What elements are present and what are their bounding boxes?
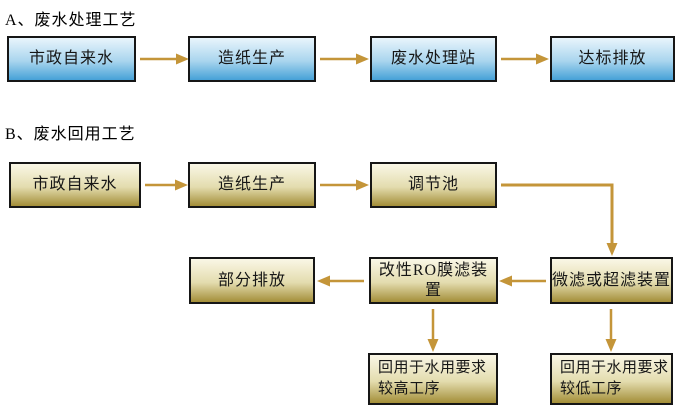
node-b-modified-ro-membrane: 改性RO膜滤装置 [369,257,498,304]
arrow-a-municipal-to-paper [140,53,189,65]
node-b-reuse-high-line2: 较高工序 [378,381,441,397]
arrow-a-treatment-to-discharge [501,53,549,65]
arrow-b-paper-to-tank [320,179,369,191]
node-b-reuse-high-demand: 回用于水用要求 较高工序 [368,353,498,405]
arrow-b-ro-to-reuse-high [427,309,439,352]
section-a-title: A、废水处理工艺 [5,12,137,29]
node-a-paper-production: 造纸生产 [188,36,316,82]
node-b-municipal-water: 市政自来水 [9,162,141,208]
node-b-regulating-tank: 调节池 [370,162,497,208]
node-b-micro-ultra-filter: 微滤或超滤装置 [550,257,673,304]
node-b-reuse-low-line2: 较低工序 [560,381,623,397]
arrow-b-tank-to-microfilter-elbow [501,183,618,256]
node-b-reuse-high-line1: 回用于水用要求 [378,360,487,376]
arrow-b-microfilter-to-ro [499,275,546,287]
arrow-b-municipal-to-paper [145,179,188,191]
node-a-standard-discharge: 达标排放 [550,36,675,82]
node-b-paper-production: 造纸生产 [188,162,316,208]
arrow-a-paper-to-treatment [320,53,369,65]
arrow-b-microfilter-to-reuse-low [605,309,617,352]
node-a-wastewater-treatment-station: 废水处理站 [370,36,497,82]
node-a-municipal-water: 市政自来水 [7,36,136,82]
node-b-reuse-low-demand: 回用于水用要求 较低工序 [550,353,673,405]
node-b-reuse-low-line1: 回用于水用要求 [560,360,669,376]
section-b-title: B、废水回用工艺 [5,126,136,143]
node-b-partial-discharge: 部分排放 [189,257,315,304]
arrow-b-ro-to-partial-discharge [317,275,364,287]
